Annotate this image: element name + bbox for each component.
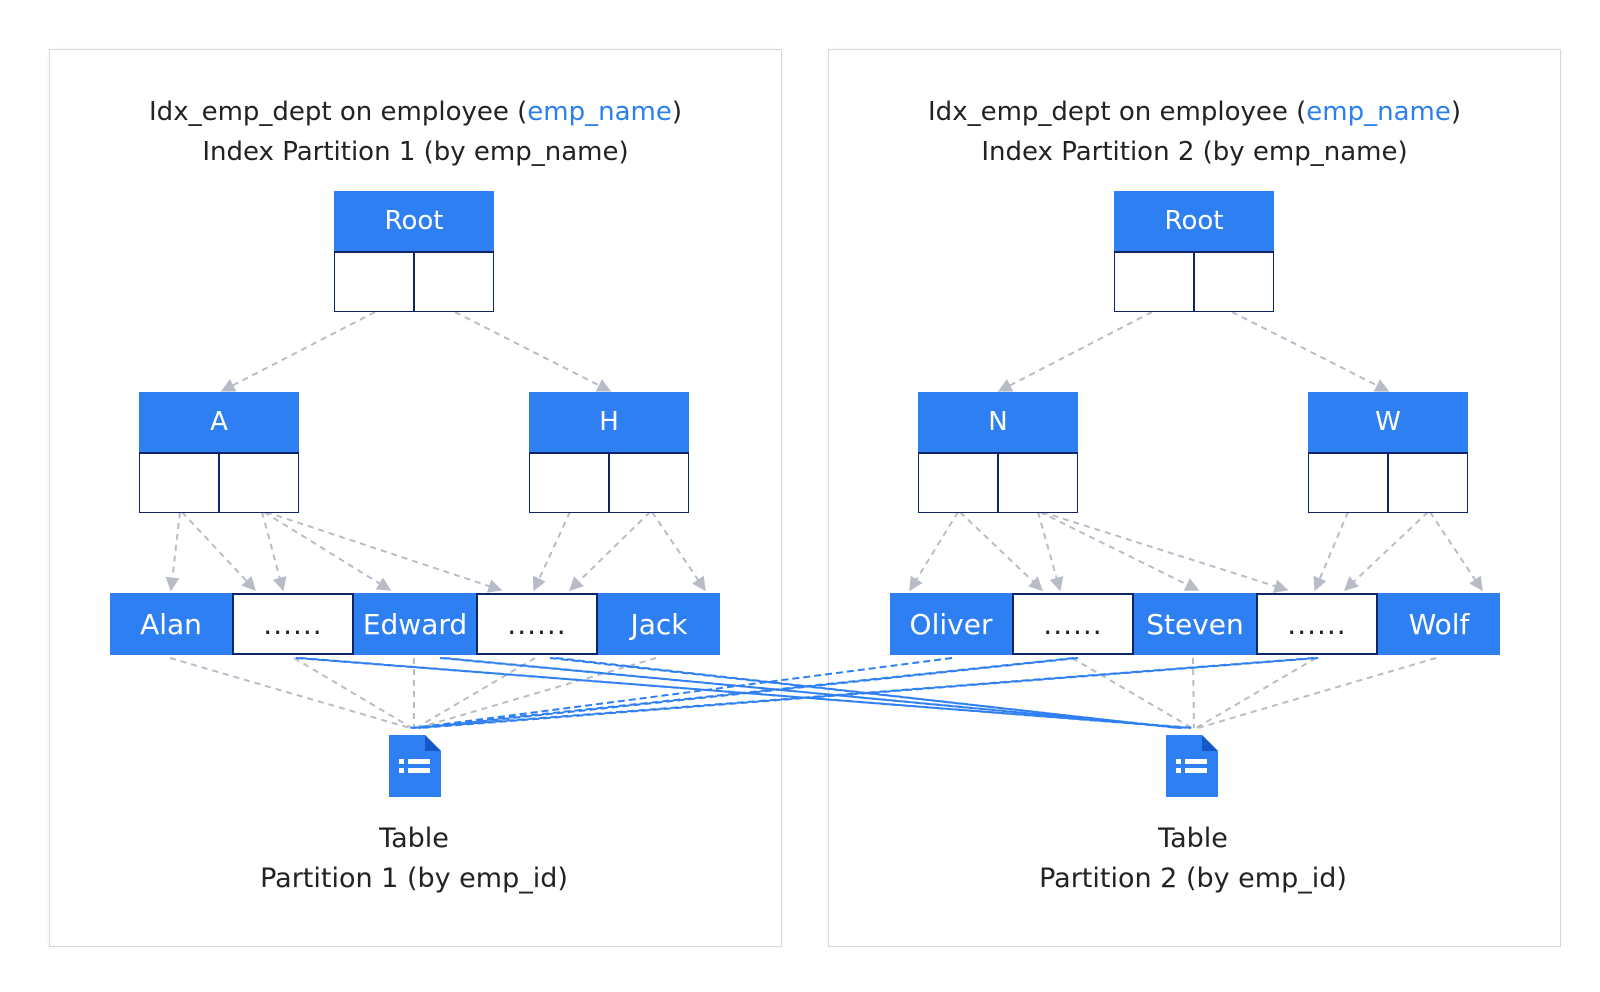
leaf-node: Steven <box>1134 593 1256 655</box>
document-list-icon <box>1166 735 1218 797</box>
document-list-icon <box>389 735 441 797</box>
leaf-node: Oliver <box>890 593 1012 655</box>
branch-node-w: W <box>1308 392 1468 513</box>
branch-node-n: N <box>918 392 1078 513</box>
table-caption-p1: Table Partition 1 (by emp_id) <box>214 819 614 899</box>
table-label: Table <box>1158 823 1228 854</box>
root-node-p1: Root <box>334 191 494 312</box>
leaf-node: Wolf <box>1378 593 1500 655</box>
table-caption-p2: Table Partition 2 (by emp_id) <box>993 819 1393 899</box>
panel-1-subtitle: Index Partition 1 (by emp_name) <box>202 137 629 167</box>
panel-2-title: Idx_emp_dept on employee (emp_name) <box>829 92 1560 132</box>
node-label: Root <box>334 191 494 251</box>
node-label: W <box>1308 392 1468 452</box>
leaf-row-p2: Oliver ...... Steven ...... Wolf <box>890 593 1500 655</box>
title-suffix: ) <box>1450 97 1461 127</box>
leaf-gap: ...... <box>1256 593 1378 655</box>
leaf-gap: ...... <box>232 593 354 655</box>
title-prefix: Idx_emp_dept on employee ( <box>149 97 528 127</box>
table-partition: Partition 1 (by emp_id) <box>260 863 568 894</box>
leaf-node: Alan <box>110 593 232 655</box>
root-node-p2: Root <box>1114 191 1274 312</box>
title-field: emp_name <box>527 97 672 127</box>
title-field: emp_name <box>1306 97 1451 127</box>
branch-node-a: A <box>139 392 299 513</box>
node-label: H <box>529 392 689 452</box>
title-suffix: ) <box>671 97 682 127</box>
node-label: A <box>139 392 299 452</box>
leaf-gap: ...... <box>476 593 598 655</box>
node-label: N <box>918 392 1078 452</box>
node-label: Root <box>1114 191 1274 251</box>
table-partition: Partition 2 (by emp_id) <box>1039 863 1347 894</box>
panel-1-title: Idx_emp_dept on employee (emp_name) <box>50 92 781 132</box>
leaf-gap: ...... <box>1012 593 1134 655</box>
leaf-node: Edward <box>354 593 476 655</box>
branch-node-h: H <box>529 392 689 513</box>
leaf-node: Jack <box>598 593 720 655</box>
leaf-row-p1: Alan ...... Edward ...... Jack <box>110 593 720 655</box>
title-prefix: Idx_emp_dept on employee ( <box>928 97 1307 127</box>
table-label: Table <box>379 823 449 854</box>
panel-2-subtitle: Index Partition 2 (by emp_name) <box>981 137 1408 167</box>
